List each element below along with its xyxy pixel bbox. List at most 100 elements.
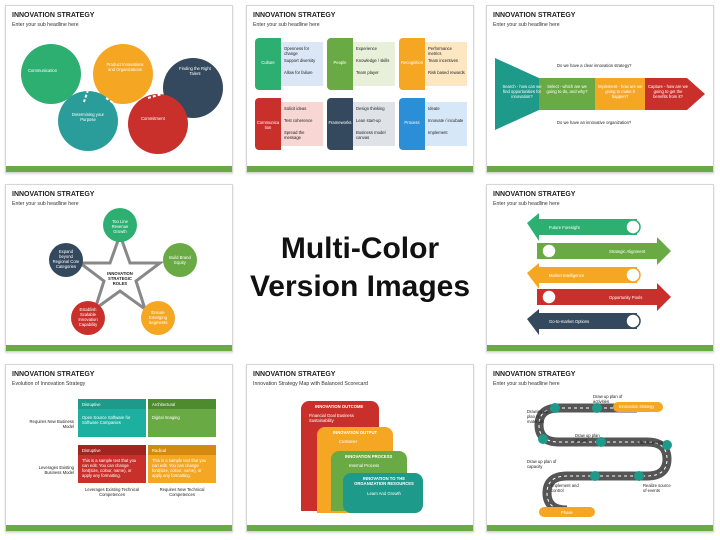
circle-communication [21, 44, 81, 104]
layer-4: INNOVATION TO THE ORGANIZATION RESOURCES… [343, 473, 423, 513]
card-title: Process [404, 120, 420, 125]
arrow-label-4: Opportunity Pools [609, 295, 643, 300]
roadmap-start: Innovation strategy [619, 404, 655, 409]
slide-footer-bar [487, 166, 713, 172]
slide-thumbnail-3[interactable]: INNOVATION STRATEGY Enter your sub headl… [486, 5, 714, 173]
node-2: Build Brand Equity [169, 255, 191, 265]
slide-title: INNOVATION STRATEGY [253, 12, 336, 19]
roadmap-note-2: Drawing up plan of materials [527, 409, 549, 424]
slide-footer-bar [6, 166, 232, 172]
roadmap [534, 402, 672, 517]
node-4: Establish Scalable Innovation Capability [78, 307, 98, 327]
slide-subtitle: Enter your sub headline here [12, 22, 79, 28]
slide-title: INNOVATION STRATEGY [493, 12, 576, 19]
card-tab: Process [399, 98, 425, 150]
slide-subtitle: Evolution of Innovation Strategy [12, 381, 86, 387]
quad-head-4: Radical [148, 445, 216, 455]
center-heading: Multi-Color Version Images [246, 230, 474, 306]
card-item: Openness for change [284, 46, 310, 56]
node-3: Ensure Emerging Segments [148, 310, 168, 325]
slide-thumbnail-4[interactable]: INNOVATION STRATEGY Enter your sub headl… [5, 184, 233, 352]
slide-footer-bar [247, 525, 473, 531]
venn-diagram [21, 44, 223, 154]
slide-thumbnail-1[interactable]: INNOVATION STRATEGY Enter your sub headl… [5, 5, 233, 173]
card-item: Team incentives [428, 58, 459, 63]
axis-left-2: Leverages Existing Business Model [38, 465, 74, 475]
slide-title: INNOVATION STRATEGY [12, 191, 95, 198]
slide-thumbnail-8[interactable]: INNOVATION STRATEGY Enter your sub headl… [486, 364, 714, 532]
slide-thumbnail-7[interactable]: INNOVATION STRATEGY Innovation Strategy … [246, 364, 474, 532]
label-commitment: Commitment [141, 116, 165, 121]
quad-body-3: This is a sample text that you can edit.… [78, 455, 146, 483]
card-item: Business model canvas [356, 130, 386, 140]
slide-subtitle: Enter your sub headline here [493, 22, 560, 28]
center-heading-line1: Multi-Color [280, 232, 440, 265]
slide-thumbnail-6[interactable]: INNOVATION STRATEGY Evolution of Innovat… [5, 364, 233, 532]
quad-head-3: Disruptive [78, 445, 146, 455]
card-item: Test coherence [284, 118, 313, 123]
center-heading-line2: Version Images [249, 270, 471, 303]
quad-body-2: Digital Imaging [148, 409, 216, 437]
circle-commitment [128, 94, 188, 154]
slide-thumbnail-2[interactable]: INNOVATION STRATEGY Enter your sub headl… [246, 5, 474, 173]
card-item: Lean start-up [356, 118, 381, 123]
roadmap-end: Phase [561, 510, 573, 515]
slide-title: INNOVATION STRATEGY [12, 371, 95, 378]
card-item: Spread the message [284, 130, 305, 140]
slide-subtitle: Innovation Strategy Map with Balanced Sc… [253, 381, 369, 387]
slide-footer-bar [487, 345, 713, 351]
quad-body-4: This is a sample text that you can edit.… [148, 455, 216, 483]
quad-body-1: Open Source Software for Software Compan… [78, 409, 146, 437]
quad-head-1: Disruptive [78, 399, 146, 409]
slide-subtitle: Enter your sub headline here [493, 201, 560, 207]
label-purpose: Determining your Purpose [72, 112, 104, 122]
roadmap-note-3: Draw up plan of cost [575, 433, 600, 443]
slide-footer-bar [247, 166, 473, 172]
axis-left-1: Requires New Business Model [29, 419, 74, 429]
star-diagram [49, 208, 197, 335]
card-title: Frameworks [328, 120, 352, 125]
card-tab: Recognition [399, 38, 425, 90]
roadmap-note-4: Plan financing [637, 440, 664, 445]
slide-title: INNOVATION STRATEGY [493, 191, 576, 198]
step-capture: Capture - how are we going to get the be… [647, 84, 689, 99]
circle-product [93, 44, 153, 104]
node-1: Too Line Revenue Growth [111, 219, 129, 234]
question-top: Do we have a clear innovation strategy? [557, 63, 632, 68]
step-implement: Implement - how are we going to make it … [597, 84, 643, 99]
slide-subtitle: Enter your sub headline here [493, 381, 560, 387]
roadmap-note-7: Realize source of events [643, 483, 671, 493]
roadmap-note-1: Draw up plan of activities [593, 394, 623, 404]
roadmap-note-6: Implement and control [551, 483, 579, 493]
card-item: Knowledge / skills [356, 58, 390, 63]
slide-title: INNOVATION STRATEGY [493, 371, 576, 378]
slide-thumbnail-5[interactable]: INNOVATION STRATEGY Enter your sub headl… [486, 184, 714, 352]
slide-title: INNOVATION STRATEGY [253, 371, 336, 378]
arrow-list [527, 213, 671, 335]
label-product: Product Innovations and Organizations [106, 62, 144, 72]
card-title: Culture [261, 60, 275, 65]
card-item: Allow for failure [284, 70, 313, 75]
arrow-label-5: Go-to-market Options [549, 319, 590, 324]
axis-bottom-2: Requires New Technical Competences [159, 487, 205, 497]
slide-footer-bar [487, 525, 713, 531]
arrow-label-1: Future Foresight [549, 225, 580, 230]
card-tab: Communica tion [255, 98, 281, 150]
card-item: Support diversity [284, 58, 316, 63]
card-item: Design thinking [356, 106, 385, 111]
card-title: Recognition [400, 60, 424, 65]
arrow-label-2: Strategic Alignment [609, 249, 646, 254]
card-tab: People [327, 38, 353, 90]
card-item: Performance metrics [428, 46, 452, 56]
slide-footer-bar [6, 345, 232, 351]
